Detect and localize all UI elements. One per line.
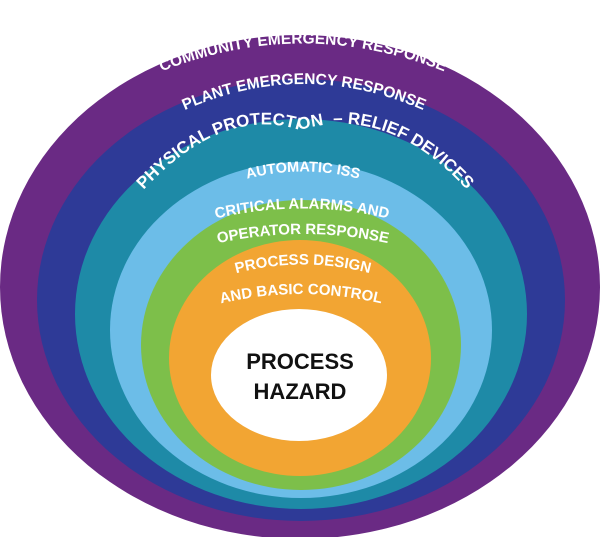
- layer-sis-label: AUTOMATIC ISS: [244, 159, 362, 182]
- core-label-line-1: PROCESS: [246, 349, 354, 374]
- core-label-line-2: HAZARD: [254, 379, 347, 404]
- process-hazard-core: [211, 309, 387, 441]
